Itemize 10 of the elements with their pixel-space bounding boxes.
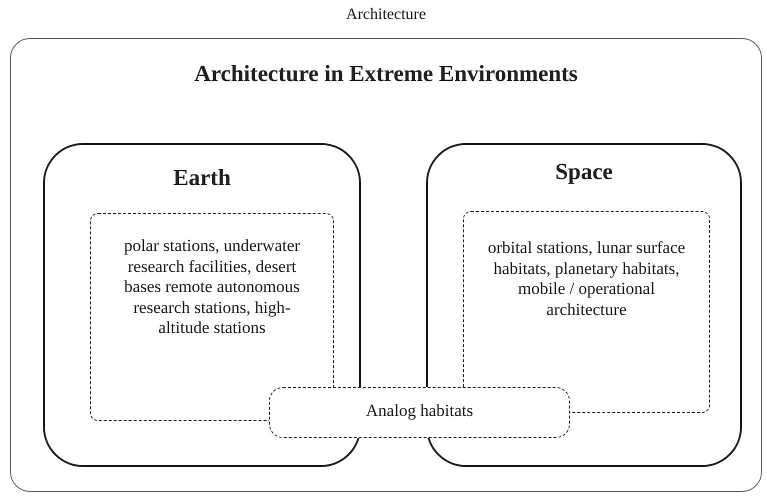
group-title: Earth — [172, 165, 232, 191]
label-text: Analog habitats — [364, 401, 474, 421]
dashed-box — [269, 387, 570, 438]
title: Architecture in Extreme Environments — [193, 61, 579, 87]
heading-text: Architecture — [345, 6, 427, 24]
group-title: Space — [554, 159, 614, 185]
dashed-box — [90, 213, 334, 421]
list-text: polar stations, underwater research facilities, desert bases remote autonomous research stations, high-altitude stations — [122, 236, 302, 338]
list-text: orbital stations, lunar surface habitats, planetary habitats, mobile / operational architecture — [486, 238, 686, 320]
group-box — [43, 143, 361, 467]
